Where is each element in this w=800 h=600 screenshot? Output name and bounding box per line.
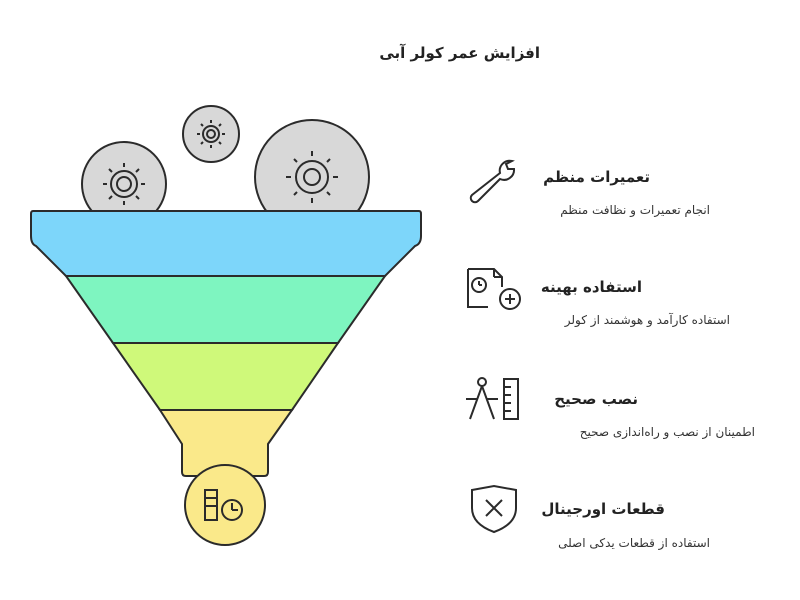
funnel-band-2 [64,275,387,344]
item-desc-optimal-use: استفاده کارآمد و هوشمند از کولر [564,313,730,327]
item-title-optimal-use: استفاده بهینه [540,278,642,296]
item-title-correct-install: نصب صحیح [554,390,638,408]
item-desc-regular-repairs: انجام تعمیرات و نظافت منظم [560,203,710,217]
gear-left-icon [81,141,167,227]
item-desc-correct-install: اطمینان از نصب و راه‌اندازی صحیح [579,425,755,439]
funnel-band-4 [158,409,294,477]
calendar-clock-plus-icon [467,268,521,310]
wrench-icon [469,159,516,204]
shield-x-icon [471,484,517,534]
compass-ruler-icon [466,377,519,420]
diagram-title: افزایش عمر کولر آبی [379,44,540,62]
item-desc-original-parts: استفاده از قطعات یدکی اصلی [558,536,710,550]
funnel-band-3 [111,342,340,411]
item-title-regular-repairs: تعمیرات منظم [543,168,650,186]
document-clock-icon [204,489,243,521]
funnel-band-1 [30,210,422,277]
gear-small-icon [182,105,240,163]
item-title-original-parts: قطعات اورجینال [541,500,665,518]
